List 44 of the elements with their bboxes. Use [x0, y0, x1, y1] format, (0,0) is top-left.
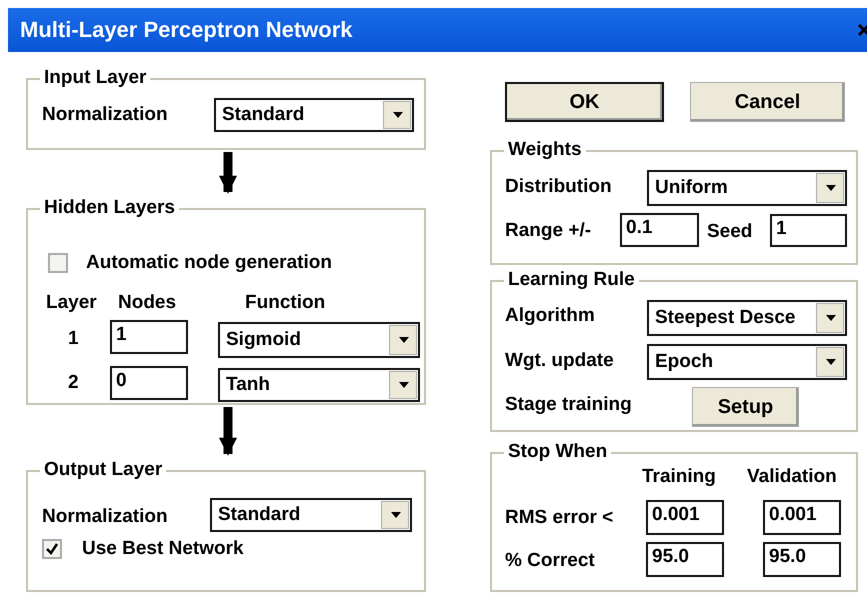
field-label: Training [642, 466, 716, 488]
text-field: 1 [110, 320, 188, 354]
field-label: Layer [46, 292, 97, 314]
field-label: Wgt. update [505, 350, 614, 372]
text-field: 1 [770, 214, 847, 247]
dropdown: Tanh [218, 368, 420, 402]
field-label: 2 [68, 372, 79, 394]
field-label: 1 [68, 328, 79, 350]
group-title: Weights [504, 138, 586, 162]
arrow [219, 152, 237, 194]
button: OK [505, 82, 664, 122]
group-title: Learning Rule [504, 268, 639, 292]
field-label: Stage training [505, 394, 632, 416]
field-label: Nodes [118, 292, 176, 314]
window-title: Multi-Layer Perceptron Network [20, 18, 353, 42]
group-title: Stop When [504, 440, 612, 464]
field-label: % Correct [505, 550, 595, 572]
dropdown: Epoch [647, 344, 847, 380]
text-field: 0 [110, 366, 188, 400]
arrow [219, 407, 237, 456]
button: Setup [692, 387, 799, 427]
field-label: Validation [747, 466, 837, 488]
dropdown: Standard [214, 98, 414, 132]
field-label: Normalization [42, 506, 168, 528]
text-field: 0.001 [646, 500, 724, 535]
dropdown: Steepest Desce [647, 300, 847, 336]
field-label: RMS error < [505, 507, 614, 529]
text-field: 0.001 [763, 500, 841, 535]
dropdown: Uniform [647, 170, 847, 206]
field-label: Function [245, 292, 326, 314]
field-label: Range +/- [505, 220, 592, 242]
dropdown: Standard [210, 498, 412, 532]
field-label: Seed [707, 221, 752, 243]
text-field: 95.0 [646, 542, 724, 577]
field-label: Algorithm [505, 305, 595, 327]
text-field: 95.0 [763, 542, 841, 577]
button: Cancel [690, 82, 845, 122]
field-label: Distribution [505, 176, 612, 198]
dropdown: Sigmoid [218, 322, 420, 358]
field-label: Use Best Network [82, 538, 244, 560]
text-field: 0.1 [620, 213, 699, 247]
field-label: Normalization [42, 104, 168, 126]
group-title: Hidden Layers [40, 196, 179, 220]
field-label: Automatic node generation [86, 252, 332, 274]
